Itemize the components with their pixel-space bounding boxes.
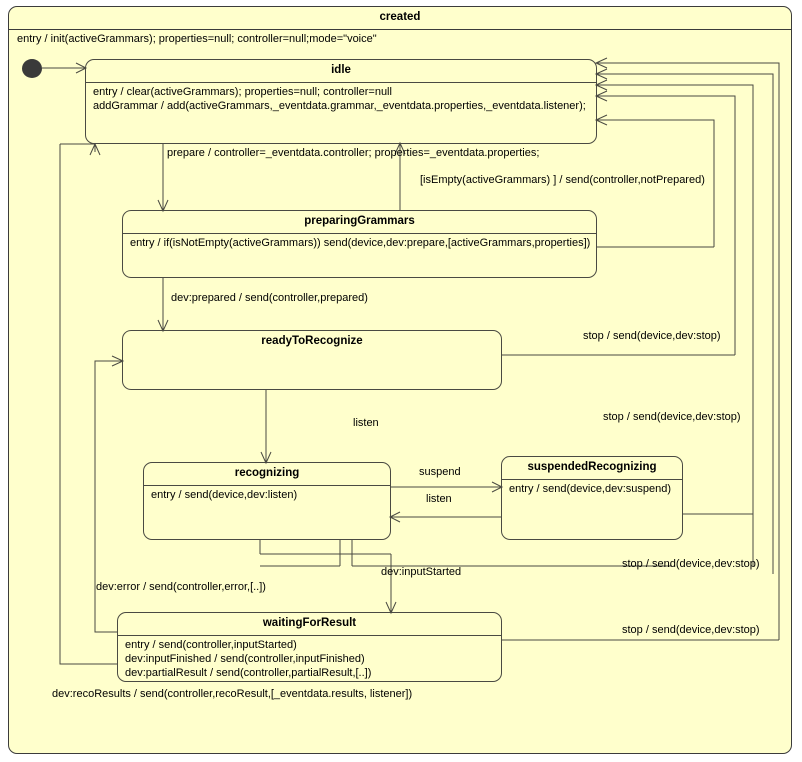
state-created-title: created xyxy=(379,11,421,23)
transition-label-suspend: suspend xyxy=(419,466,461,478)
transition-label-recoresults: dev:recoResults / send(controller,recoRe… xyxy=(52,688,413,700)
state-waitingForResult-line-1: entry / send(controller,inputStarted) xyxy=(125,639,297,651)
state-idle-line-2: addGrammar / add(activeGrammars,_eventda… xyxy=(93,100,586,112)
transition-label-devinputstarted: dev:inputStarted xyxy=(381,566,462,578)
state-idle[interactable]: idle entry / clear(activeGrammars); prop… xyxy=(85,59,597,144)
state-recognizing-title: recognizing xyxy=(234,467,300,479)
state-readyToRecognize[interactable]: readyToRecognize xyxy=(122,330,502,390)
transition-label-listen-back: listen xyxy=(426,493,452,505)
state-recognizing-divider xyxy=(144,485,390,486)
state-waitingForResult-divider xyxy=(118,635,501,636)
state-suspendedRecognizing-title: suspendedRecognizing xyxy=(527,461,657,473)
state-preparingGrammars-divider xyxy=(123,233,596,234)
state-preparingGrammars-title: preparingGrammars xyxy=(304,215,415,227)
state-preparingGrammars[interactable]: preparingGrammars entry / if(isNotEmpty(… xyxy=(122,210,597,278)
state-idle-line-1: entry / clear(activeGrammars); propertie… xyxy=(93,86,392,98)
state-readyToRecognize-title: readyToRecognize xyxy=(261,335,363,347)
state-waitingForResult[interactable]: waitingForResult entry / send(controller… xyxy=(117,612,502,682)
transition-label-devprepared: dev:prepared / send(controller,prepared) xyxy=(171,292,368,304)
state-waitingForResult-title: waitingForResult xyxy=(262,617,357,629)
transition-label-deverror: dev:error / send(controller,error,[..]) xyxy=(96,581,266,593)
state-suspendedRecognizing-divider xyxy=(502,479,682,480)
transition-label-stop-waiting: stop / send(device,dev:stop) xyxy=(622,624,760,636)
state-suspendedRecognizing[interactable]: suspendedRecognizing entry / send(device… xyxy=(501,456,683,540)
state-recognizing-line-1: entry / send(device,dev:listen) xyxy=(151,489,298,501)
state-suspendedRecognizing-line-1: entry / send(device,dev:suspend) xyxy=(509,483,672,495)
transition-label-stop-suspended: stop / send(device,dev:stop) xyxy=(603,411,741,423)
initial-pseudostate[interactable] xyxy=(22,59,42,78)
state-recognizing[interactable]: recognizing entry / send(device,dev:list… xyxy=(143,462,391,540)
transition-label-isempty: [isEmpty(activeGrammars) ] / send(contro… xyxy=(420,174,705,186)
state-idle-divider xyxy=(86,82,596,83)
state-created-entry-action: entry / init(activeGrammars); properties… xyxy=(17,33,377,45)
state-created-divider xyxy=(9,29,791,30)
state-waitingForResult-line-3: dev:partialResult / send(controller,part… xyxy=(125,667,372,679)
state-idle-title: idle xyxy=(331,64,351,76)
state-waitingForResult-line-2: dev:inputFinished / send(controller,inpu… xyxy=(125,653,365,665)
transition-label-stop-ready: stop / send(device,dev:stop) xyxy=(583,330,721,342)
state-preparingGrammars-line-1: entry / if(isNotEmpty(activeGrammars)) s… xyxy=(130,237,591,249)
transition-label-prepare: prepare / controller=_eventdata.controll… xyxy=(167,147,540,159)
transition-label-listen: listen xyxy=(353,417,379,429)
transition-label-stop-recognizing: stop / send(device,dev:stop) xyxy=(622,558,760,570)
